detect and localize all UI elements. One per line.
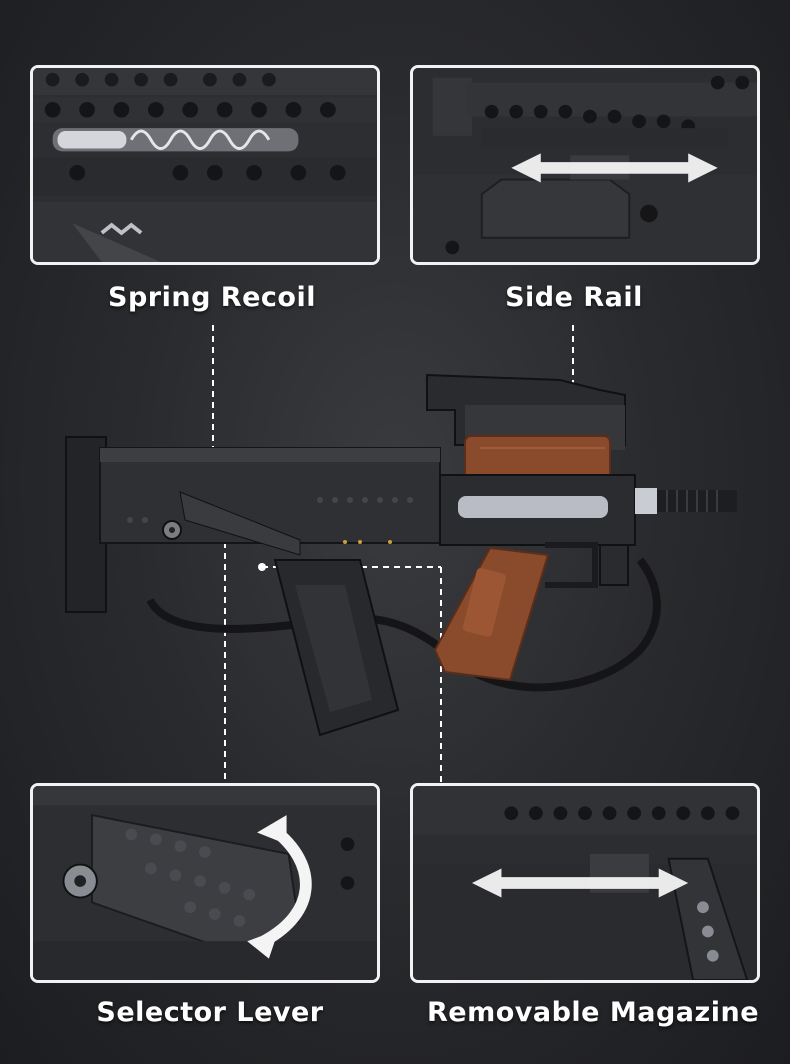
detail-panel-removable-magazine xyxy=(410,783,760,983)
feature-label-side-rail: Side Rail xyxy=(505,282,643,313)
double-arrow-icon xyxy=(511,153,718,183)
double-arrow-icon xyxy=(471,868,689,898)
spring-recoil-closeup xyxy=(33,68,377,262)
detail-panel-spring-recoil xyxy=(30,65,380,265)
feature-label-selector-lever: Selector Lever xyxy=(96,997,324,1028)
feature-label-removable-magazine: Removable Magazine xyxy=(426,997,760,1028)
curved-arrow-icon xyxy=(247,815,312,959)
brick-rifle-model xyxy=(65,373,737,737)
detail-panel-side-rail xyxy=(410,65,760,265)
removable-magazine-closeup xyxy=(413,786,757,980)
leader-lines xyxy=(212,325,574,782)
feature-label-spring-recoil: Spring Recoil xyxy=(108,282,316,313)
detail-panel-selector-lever xyxy=(30,783,380,983)
leader-dots xyxy=(209,464,412,571)
side-rail-closeup xyxy=(413,68,757,262)
selector-lever-closeup xyxy=(33,786,377,980)
